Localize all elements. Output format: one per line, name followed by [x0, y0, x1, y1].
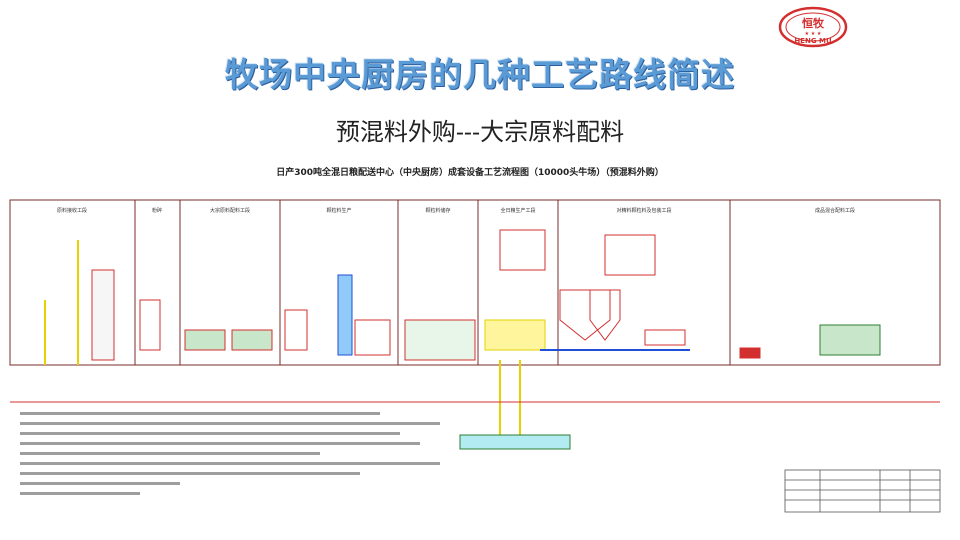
process-flow-drawing: 日产300吨全混日粮配送中心（中央厨房）成套设备工艺流程图（10000头牛场）（… [9, 166, 941, 513]
equipment-group [44, 229, 881, 440]
slide-subtitle: 预混料外购---大宗原料配料 [335, 118, 625, 146]
logo-bottom-text: HENG MU [794, 37, 832, 45]
section-label-7: 对精料颗粒料及包装工段 [616, 207, 671, 214]
section-label-2: 粉碎 [152, 207, 162, 214]
section-label-1: 原料接收工段 [57, 207, 87, 214]
section-label-4: 颗粒料生产 [326, 207, 351, 214]
logo-seal: 恒牧 ★ ★ ★ HENG MU [778, 6, 848, 48]
title-block [784, 469, 941, 513]
slide-title: 牧场中央厨房的几种工艺路线简述 [225, 55, 735, 94]
section-label-6: 全日粮生产工段 [500, 207, 535, 214]
drawing-heading: 日产300吨全混日粮配送中心（中央厨房）成套设备工艺流程图（10000头牛场）（… [276, 166, 664, 178]
drawing-notes [20, 412, 440, 495]
logo-top-text: 恒牧 [802, 16, 825, 30]
svg-text:★ ★ ★: ★ ★ ★ [805, 31, 822, 37]
section-label-8: 成品混合配料工段 [815, 207, 855, 214]
section-label-3: 大宗原料配料工段 [210, 207, 250, 214]
section-label-5: 颗粒料储存 [425, 207, 450, 214]
